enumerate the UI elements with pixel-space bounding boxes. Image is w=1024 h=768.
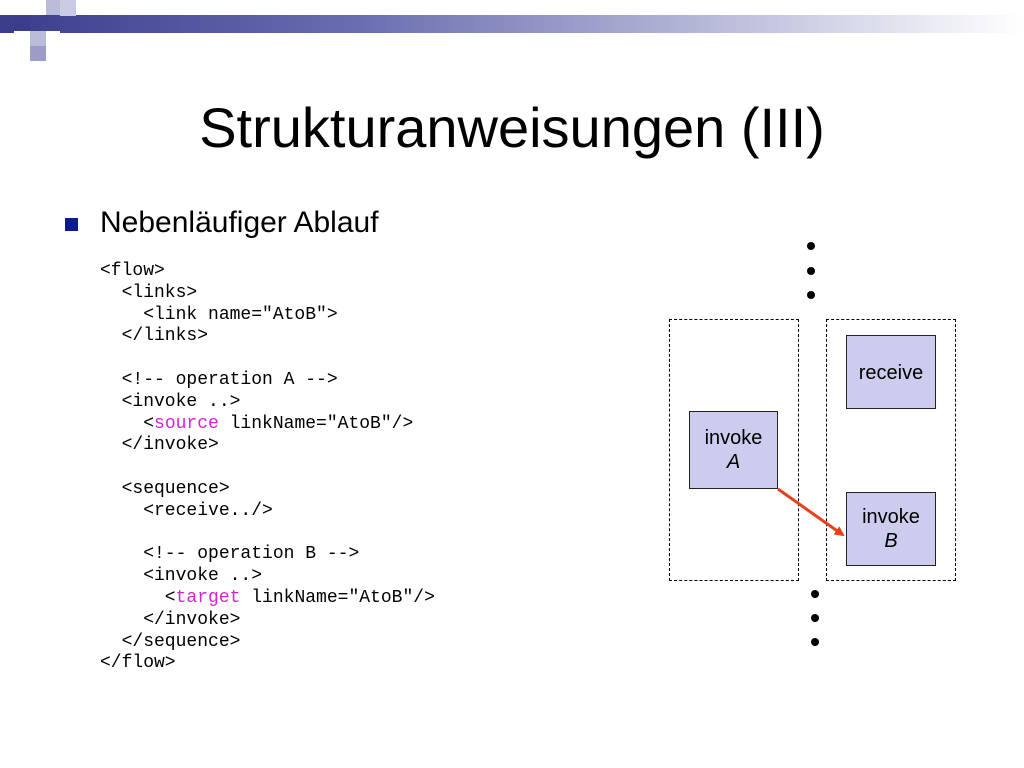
- receive-box: receive: [846, 335, 936, 409]
- code-line: <!-- operation B -->: [100, 544, 360, 565]
- ellipsis-dot: [811, 590, 819, 598]
- invoke-b-box: invoke B: [846, 492, 936, 566]
- ellipsis-dot: [807, 267, 815, 275]
- code-line: <sequence>: [100, 478, 230, 499]
- header-square-decoration: [30, 46, 46, 61]
- header-square-decoration: [14, 31, 30, 46]
- code-line: <receive../>: [100, 500, 273, 521]
- code-line: <links>: [100, 282, 198, 303]
- receive-label: receive: [858, 362, 924, 384]
- header-square-decoration: [46, 31, 60, 46]
- code-line: <: [100, 413, 155, 434]
- invoke-b-name: B: [884, 530, 898, 552]
- code-line: <!-- operation A -->: [100, 369, 338, 390]
- flow-branch-left: [669, 319, 799, 581]
- code-line: <invoke ..>: [100, 391, 241, 412]
- code-line: </invoke>: [100, 435, 219, 456]
- code-line: <invoke ..>: [100, 566, 263, 587]
- bullet-text: Nebenläufiger Ablauf: [100, 206, 379, 239]
- invoke-a-name: A: [726, 451, 741, 473]
- code-line: <flow>: [100, 261, 165, 281]
- header-square-decoration: [14, 15, 30, 31]
- code-line: </links>: [100, 326, 209, 347]
- code-line: </invoke>: [100, 609, 241, 630]
- ellipsis-dot: [807, 242, 815, 250]
- code-line: </sequence>: [100, 631, 241, 652]
- slide-title: Strukturanweisungen (III): [199, 96, 825, 159]
- header-square-decoration: [46, 0, 60, 15]
- invoke-a-box: invoke A: [689, 411, 778, 489]
- invoke-a-label: invoke: [704, 427, 763, 449]
- ellipsis-dot: [807, 291, 815, 299]
- header-square-decoration: [30, 0, 46, 15]
- code-keyword-target: target: [175, 587, 241, 608]
- code-line: <link name="AtoB">: [100, 304, 338, 325]
- code-line: </flow>: [100, 653, 176, 674]
- code-block: <flow> <links> <link name="AtoB"> </link…: [100, 261, 435, 675]
- flow-branch-right: [826, 319, 956, 581]
- header-gradient-bar: [0, 15, 1024, 33]
- header-square-decoration: [30, 31, 46, 46]
- bullet-square-icon: [65, 218, 78, 231]
- link-arrow-line: [777, 487, 845, 537]
- code-line: <: [100, 587, 176, 608]
- ellipsis-dot: [811, 638, 819, 646]
- code-line: linkName="AtoB"/>: [218, 413, 414, 434]
- header-square-decoration: [60, 0, 76, 16]
- invoke-b-label: invoke: [862, 506, 920, 528]
- code-line: linkName="AtoB"/>: [240, 587, 435, 608]
- code-keyword-source: source: [154, 413, 219, 434]
- ellipsis-dot: [811, 614, 819, 622]
